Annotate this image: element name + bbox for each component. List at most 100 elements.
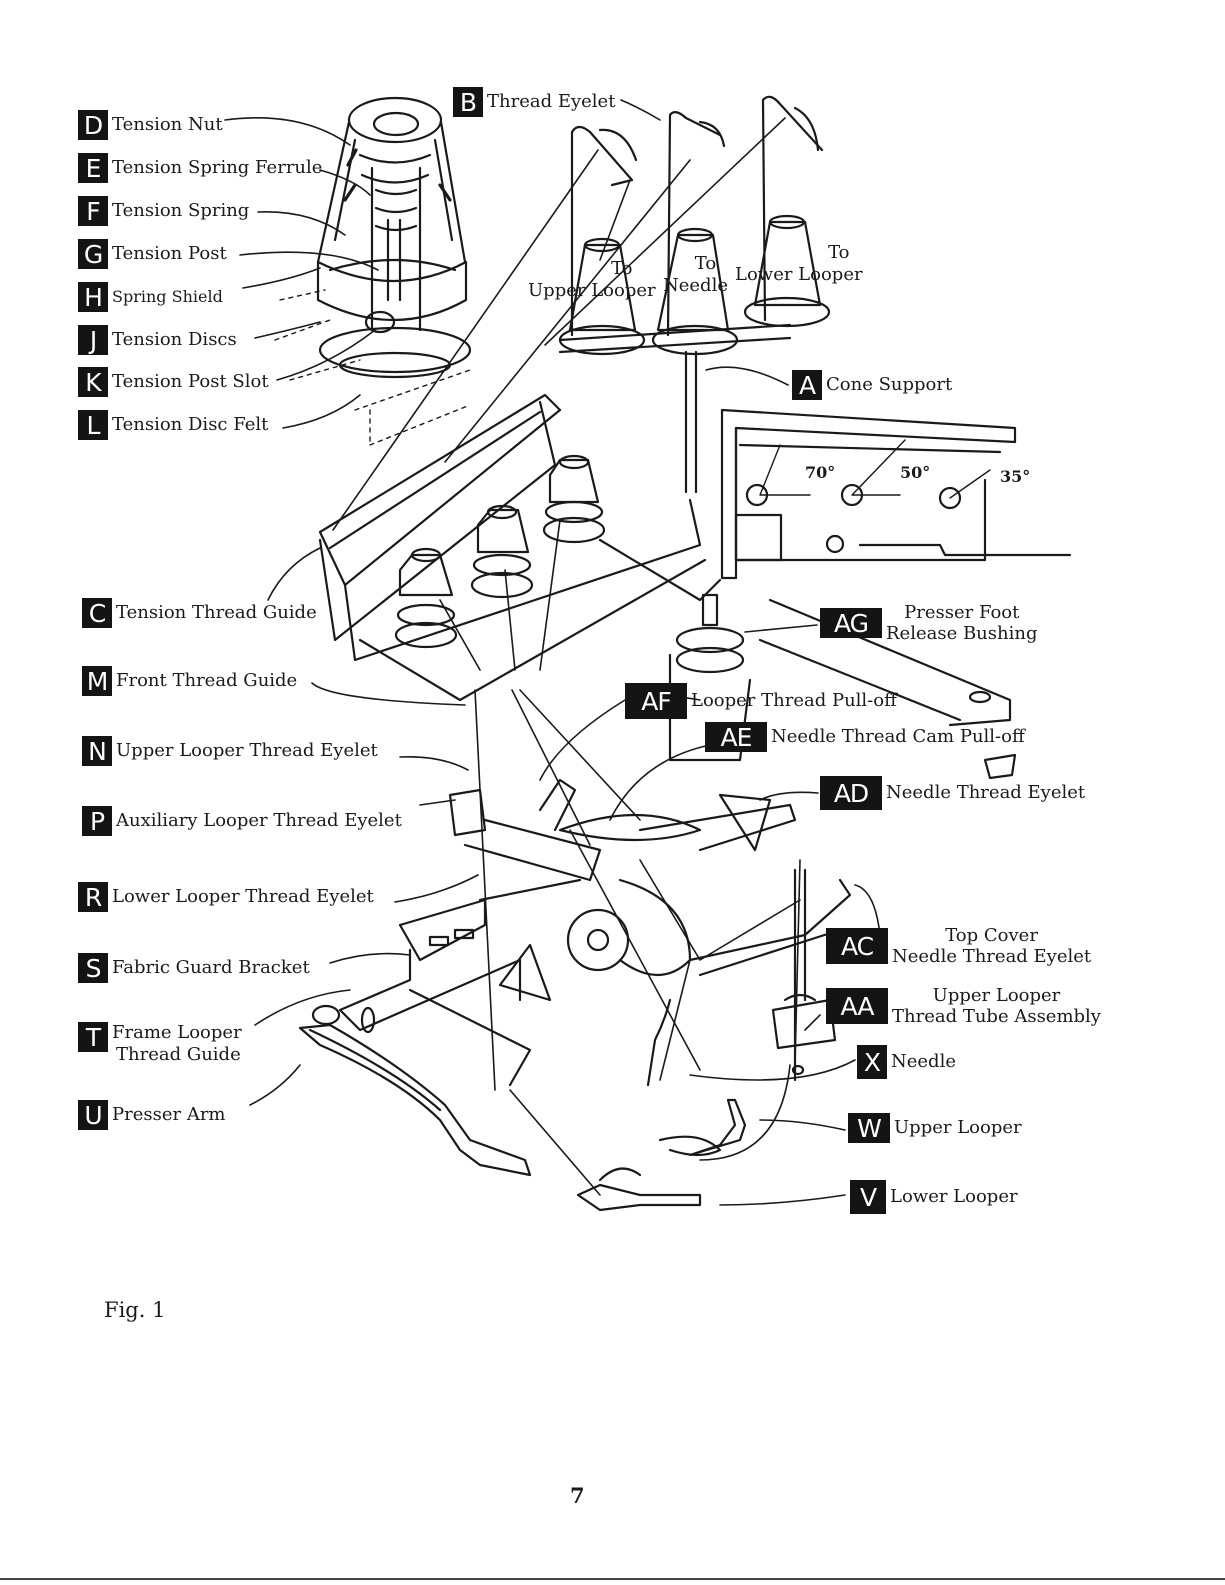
tension-assembly-detail bbox=[274, 96, 472, 446]
label-text: Frame Looper Thread Guide bbox=[112, 1022, 242, 1066]
label-text: Tension Spring Ferrule bbox=[112, 157, 323, 178]
label-text: Presser Foot Release Bushing bbox=[886, 602, 1037, 644]
label-text: Tension Post Slot bbox=[112, 371, 269, 392]
callout-badge: P bbox=[82, 806, 112, 836]
label-presser-arm: U Presser Arm bbox=[78, 1100, 226, 1130]
label-lower-looper: V Lower Looper bbox=[850, 1180, 1018, 1214]
label-top-cover-needle-thread-eyelet: AC Top Cover Needle Thread Eyelet bbox=[826, 925, 1091, 967]
label-text: Thread Eyelet bbox=[487, 91, 616, 112]
needle-and-tube bbox=[646, 868, 837, 1087]
label-text: Tension Thread Guide bbox=[116, 602, 317, 623]
label-line-2: Thread Guide bbox=[116, 1044, 241, 1065]
callout-badge: L bbox=[78, 410, 108, 440]
callout-badge: AC bbox=[826, 928, 888, 964]
label-looper-thread-pull-off: AF Looper Thread Pull-off bbox=[625, 683, 897, 719]
label-frame-looper-thread-guide: T Frame Looper Thread Guide bbox=[78, 1022, 242, 1066]
callout-badge: W bbox=[848, 1113, 890, 1143]
label-tension-post-slot: K Tension Post Slot bbox=[78, 367, 269, 397]
callout-badge: X bbox=[857, 1045, 887, 1079]
label-text: Top Cover Needle Thread Eyelet bbox=[892, 925, 1091, 967]
label-line-2: Thread Tube Assembly bbox=[892, 1006, 1101, 1027]
callout-badge: H bbox=[78, 282, 108, 312]
label-text: Upper Looper Thread Eyelet bbox=[116, 740, 378, 761]
label-text: Cone Support bbox=[826, 374, 953, 395]
presser-arm-and-bracket bbox=[298, 898, 552, 1177]
label-needle-thread-cam-pull-off: AE Needle Thread Cam Pull-off bbox=[705, 722, 1025, 752]
label-upper-looper-thread-tube-assembly: AA Upper Looper Thread Tube Assembly bbox=[826, 985, 1101, 1027]
label-line-2: Needle Thread Eyelet bbox=[892, 946, 1092, 967]
label-text: Presser Arm bbox=[112, 1104, 226, 1125]
callout-badge: A bbox=[792, 370, 822, 400]
label-upper-looper: W Upper Looper bbox=[848, 1113, 1022, 1143]
callout-badge: G bbox=[78, 239, 108, 269]
angle-label-50: 50° bbox=[900, 463, 931, 482]
figure-caption: Fig. 1 bbox=[104, 1298, 166, 1322]
label-text: Upper Looper bbox=[894, 1117, 1022, 1138]
label-tension-disc-felt: L Tension Disc Felt bbox=[78, 410, 268, 440]
callout-badge: R bbox=[78, 882, 108, 912]
label-text: Tension Discs bbox=[112, 329, 237, 350]
label-presser-foot-release-bushing: AG Presser Foot Release Bushing bbox=[820, 602, 1037, 644]
label-text: Fabric Guard Bracket bbox=[112, 957, 310, 978]
callout-badge: AF bbox=[625, 683, 687, 719]
label-text: Lower Looper bbox=[890, 1186, 1018, 1207]
label-text: Lower Looper Thread Eyelet bbox=[112, 886, 374, 907]
callout-badge: AA bbox=[826, 988, 888, 1024]
callout-badge: D bbox=[78, 110, 108, 140]
page-number: 7 bbox=[570, 1483, 585, 1508]
cone-label-upper-looper: To Upper Looper bbox=[528, 258, 656, 302]
leader-lines bbox=[224, 99, 881, 1206]
label-text: Upper Looper Thread Tube Assembly bbox=[892, 985, 1101, 1027]
thread-paths bbox=[332, 117, 801, 1196]
loopers bbox=[576, 1098, 747, 1212]
label-cone-support: A Cone Support bbox=[792, 370, 952, 400]
tension-frame bbox=[318, 393, 722, 702]
cone-stand bbox=[558, 95, 831, 494]
label-text: Needle Thread Eyelet bbox=[886, 782, 1086, 803]
label-line-1: Presser Foot bbox=[904, 602, 1020, 623]
label-tension-thread-guide: C Tension Thread Guide bbox=[82, 598, 317, 628]
label-text: Tension Nut bbox=[112, 114, 223, 135]
label-auxiliary-looper-thread-eyelet: P Auxiliary Looper Thread Eyelet bbox=[82, 806, 402, 836]
callout-badge: T bbox=[78, 1022, 108, 1052]
callout-badge: S bbox=[78, 953, 108, 983]
label-lower-looper-thread-eyelet: R Lower Looper Thread Eyelet bbox=[78, 882, 374, 912]
eyelet-assembly bbox=[448, 778, 852, 977]
callout-badge: AD bbox=[820, 776, 882, 810]
label-tension-post: G Tension Post bbox=[78, 239, 227, 269]
cone-name-text: Lower Looper bbox=[735, 264, 863, 285]
label-text: Tension Disc Felt bbox=[112, 414, 269, 435]
label-needle-thread-eyelet: AD Needle Thread Eyelet bbox=[820, 776, 1085, 810]
callout-badge: M bbox=[82, 666, 112, 696]
cone-to-text: To bbox=[828, 242, 850, 263]
label-line-1: Upper Looper bbox=[932, 985, 1061, 1006]
label-text: Front Thread Guide bbox=[116, 670, 298, 691]
cone-name-text: Needle bbox=[663, 275, 728, 296]
callout-badge: U bbox=[78, 1100, 108, 1130]
label-tension-nut: D Tension Nut bbox=[78, 110, 223, 140]
callout-badge: B bbox=[453, 87, 483, 117]
callout-badge: AE bbox=[705, 722, 767, 752]
callout-badge: J bbox=[78, 325, 108, 355]
angle-label-35: 35° bbox=[1000, 467, 1031, 486]
label-text: Spring Shield bbox=[112, 287, 223, 306]
label-line-1: Frame Looper bbox=[112, 1022, 242, 1043]
callout-badge: E bbox=[78, 153, 108, 183]
label-thread-eyelet: B Thread Eyelet bbox=[453, 87, 615, 117]
label-needle: X Needle bbox=[857, 1045, 956, 1079]
label-tension-discs: J Tension Discs bbox=[78, 325, 237, 355]
label-spring-shield: H Spring Shield bbox=[78, 282, 223, 312]
callout-badge: F bbox=[78, 196, 108, 226]
page-bottom-edge bbox=[0, 1578, 1225, 1580]
label-text: Tension Spring bbox=[112, 200, 250, 221]
label-text: Tension Post bbox=[112, 243, 227, 264]
cone-label-lower-looper: To Lower Looper bbox=[735, 242, 863, 286]
label-text: Looper Thread Pull-off bbox=[691, 690, 897, 711]
label-line-2: Release Bushing bbox=[886, 623, 1038, 644]
callout-badge: K bbox=[78, 367, 108, 397]
cone-label-needle: To Needle bbox=[663, 253, 728, 297]
cone-to-text: To bbox=[694, 253, 717, 274]
label-upper-looper-thread-eyelet: N Upper Looper Thread Eyelet bbox=[82, 736, 378, 766]
cone-name-text: Upper Looper bbox=[528, 280, 656, 301]
